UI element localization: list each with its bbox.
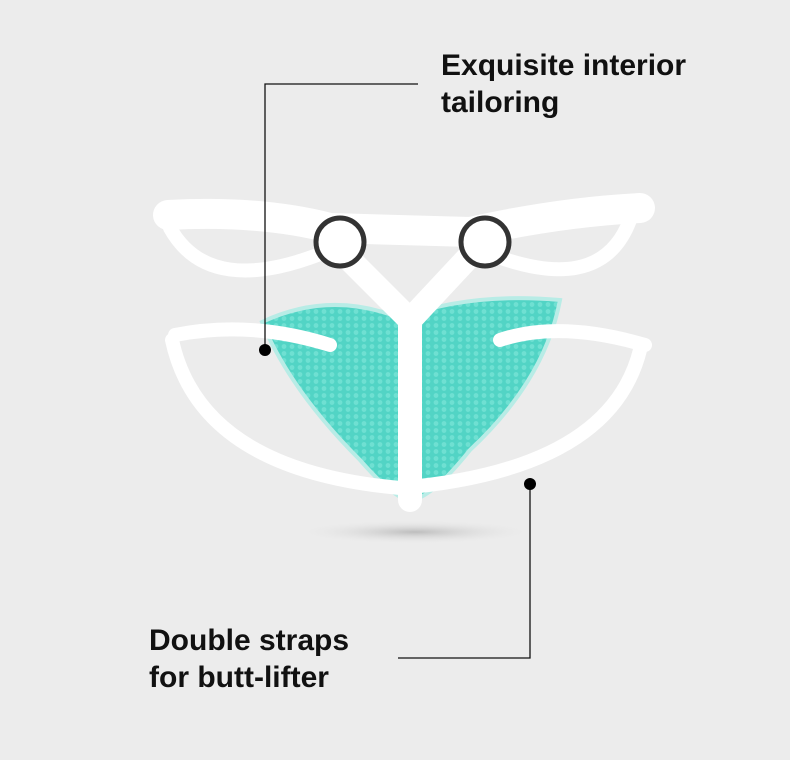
callout-dot-1 (259, 344, 271, 356)
callout-interior-tailoring: Exquisite interior tailoring (441, 47, 686, 121)
callout-line: for butt-lifter (149, 661, 329, 694)
straps (153, 193, 655, 512)
callout-lines (264, 83, 531, 659)
metal-rings (313, 215, 512, 269)
callout-dot-2 (524, 478, 536, 490)
callout-line: Exquisite interior (441, 49, 687, 82)
callout-line: Double straps (149, 624, 350, 657)
callout-line: tailoring (441, 86, 560, 119)
product-shadow (295, 520, 535, 544)
callout-double-straps: Double straps for butt-lifter (149, 622, 349, 696)
